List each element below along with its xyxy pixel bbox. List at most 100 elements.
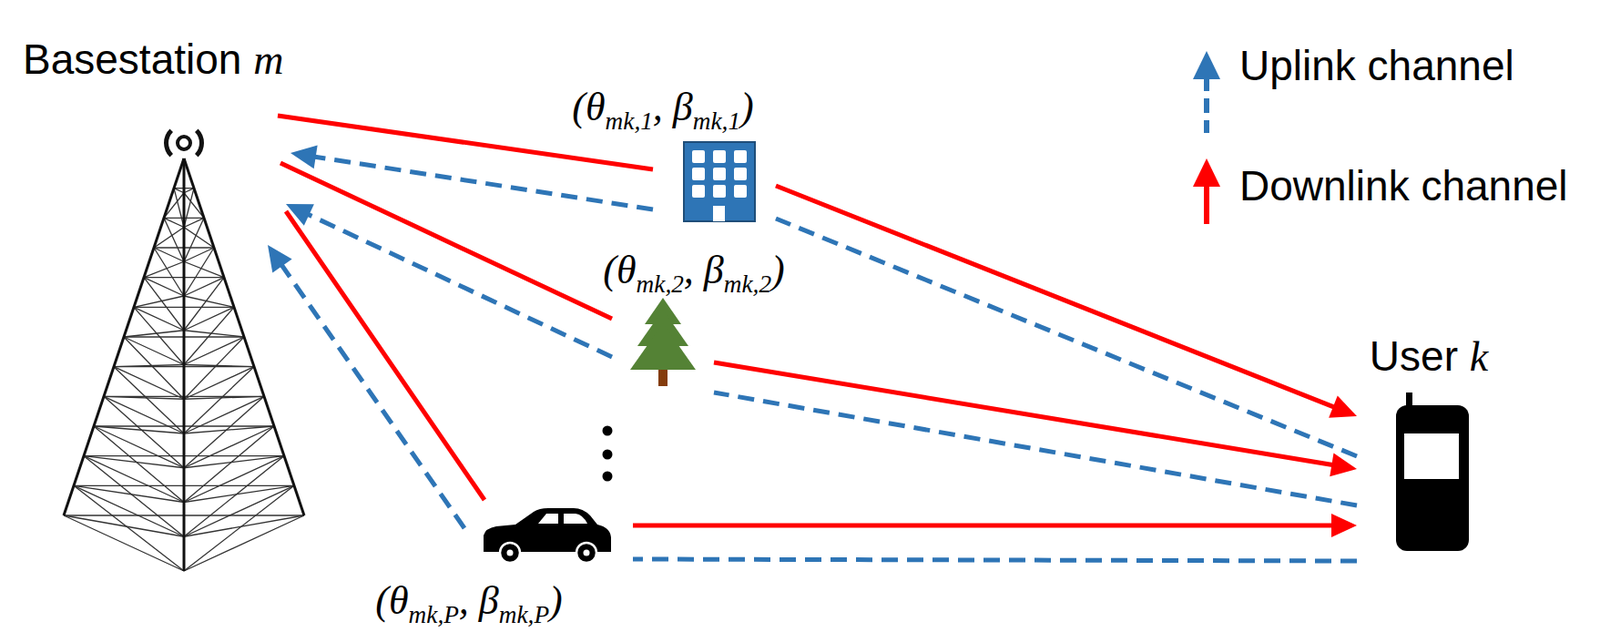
brace xyxy=(163,217,184,262)
node-label: (θmk,2, βmk,2) xyxy=(600,248,787,293)
downlink-channel xyxy=(632,513,1357,538)
tree-foliage xyxy=(630,323,696,370)
car-icon xyxy=(464,499,633,565)
channel-line xyxy=(280,263,465,529)
arrow-head xyxy=(1192,50,1221,80)
antenna-wave xyxy=(163,128,174,157)
brace xyxy=(123,336,184,399)
channel-line xyxy=(775,218,1357,457)
dashed-stem xyxy=(1203,76,1210,133)
window xyxy=(692,184,705,198)
uplink-channel xyxy=(713,392,1357,506)
brace xyxy=(183,277,225,331)
phone-icon xyxy=(1356,392,1469,561)
math-symbol: θ xyxy=(585,84,606,130)
window xyxy=(692,150,705,164)
channel-line xyxy=(632,559,1357,561)
brace xyxy=(183,330,245,337)
legend-label: Downlink channel xyxy=(1236,162,1571,211)
label-run: ) xyxy=(771,247,785,293)
building-icon xyxy=(652,142,776,222)
scatterer-car: (θmk,P, βmk,P) xyxy=(464,499,633,565)
ellipsis-dots xyxy=(602,426,613,482)
math-variable: m xyxy=(253,36,284,83)
leg xyxy=(63,158,184,516)
building-body xyxy=(683,142,755,222)
door xyxy=(713,205,725,222)
arrow-head xyxy=(285,203,315,226)
channel-line xyxy=(285,211,485,500)
brace xyxy=(133,306,184,365)
label-run: , xyxy=(652,84,673,130)
channel-line xyxy=(775,185,1337,408)
brace xyxy=(183,515,305,571)
car-wheel xyxy=(499,542,520,563)
math-subscript: mk,2 xyxy=(723,269,772,297)
brace xyxy=(123,330,184,337)
label-run: ( xyxy=(602,247,617,293)
math-symbol: β xyxy=(478,578,500,623)
window xyxy=(692,167,705,181)
solid-stem xyxy=(1203,182,1210,225)
math-symbol: β xyxy=(703,247,724,293)
math-subscript: mk,P xyxy=(499,600,550,628)
basestation: Basestation m xyxy=(54,104,292,574)
building-drawing xyxy=(683,142,755,222)
tree-drawing xyxy=(630,297,696,387)
brace xyxy=(133,295,184,307)
downlink-channel xyxy=(280,163,612,319)
math-symbol: β xyxy=(672,84,693,130)
window xyxy=(733,167,747,181)
brace xyxy=(183,217,204,262)
math-subscript: mk,P xyxy=(408,600,459,628)
brace xyxy=(113,366,184,434)
window xyxy=(713,150,726,164)
car-window xyxy=(538,513,559,524)
user-phone: User k xyxy=(1356,392,1469,561)
dot xyxy=(602,449,613,460)
brace xyxy=(83,456,184,538)
math-symbol: θ xyxy=(616,247,637,293)
math-symbol: θ xyxy=(388,578,409,623)
tree-icon xyxy=(611,297,714,393)
dot xyxy=(602,471,613,482)
brace xyxy=(183,366,255,400)
antenna-ring xyxy=(177,136,191,150)
phone-body xyxy=(1396,405,1469,551)
label-run: , xyxy=(458,578,479,623)
label-run: ( xyxy=(375,578,389,623)
legend-downlink-sample xyxy=(1192,158,1221,225)
car-hub xyxy=(507,550,514,557)
window xyxy=(713,167,726,181)
brace xyxy=(183,396,265,468)
arrow-head xyxy=(1192,158,1221,187)
node-label: (θmk,1, βmk,1) xyxy=(569,85,756,130)
uplink-channel xyxy=(285,203,612,357)
uplink-channel xyxy=(290,144,653,210)
phone-drawing xyxy=(1396,392,1469,551)
label-run: , xyxy=(683,247,704,293)
scatterer-building: (θmk,1, βmk,1) xyxy=(652,142,776,222)
math-subscript: mk,1 xyxy=(692,106,741,134)
brace xyxy=(183,188,194,228)
leg xyxy=(183,158,305,516)
brace xyxy=(63,515,184,537)
tower-drawing xyxy=(63,128,305,571)
brace xyxy=(183,306,235,365)
math-variable: k xyxy=(1469,333,1488,380)
arrow-head xyxy=(1331,513,1357,538)
channel-line xyxy=(632,523,1336,529)
channel-line xyxy=(280,163,612,319)
brace xyxy=(113,366,184,400)
legend-uplink-sample xyxy=(1192,50,1221,133)
math-subscript: mk,1 xyxy=(605,106,653,134)
downlink-channel xyxy=(285,211,485,500)
legend-label: Uplink channel xyxy=(1236,41,1518,91)
car-wheel xyxy=(576,542,597,563)
brace xyxy=(143,277,184,296)
label-run: ) xyxy=(549,578,563,623)
label-run: User xyxy=(1369,332,1470,380)
brace xyxy=(143,261,184,277)
brace xyxy=(93,426,184,469)
